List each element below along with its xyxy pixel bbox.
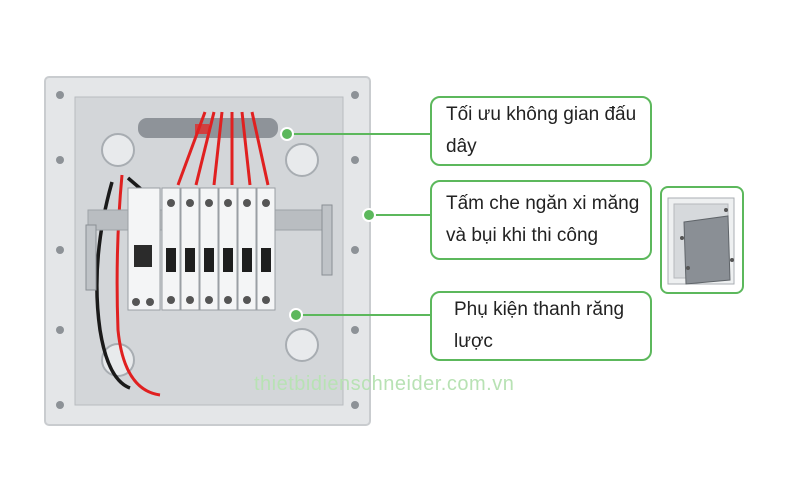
frame-screws <box>56 91 359 409</box>
callout-comb-busbar: Phụ kiện thanh răng lược <box>430 291 652 361</box>
earth-bar <box>321 204 333 276</box>
breaker-terminals <box>167 199 270 304</box>
knockout-holes <box>101 133 319 377</box>
callout-dust-cover-line2: và bụi khi thi công <box>446 225 599 246</box>
red-wires <box>115 111 270 397</box>
callout-comb-busbar-text: Phụ kiện thanh răng lược <box>454 299 625 352</box>
cover-plate-inset-photo <box>667 197 735 285</box>
watermark: thietbidienschneider.com.vn <box>254 373 515 395</box>
leader-lines <box>287 133 430 316</box>
cover-plate-inset <box>660 186 744 294</box>
callout-dust-cover: Tấm che ngăn xi măng và bụi khi thi công <box>430 180 652 260</box>
callout-wiring-space: Tối ưu không gian đấu dây <box>430 96 652 166</box>
leader-dots <box>280 127 376 322</box>
callout-wiring-space-text: Tối ưu không gian đấu dây <box>446 104 637 157</box>
callout-dust-cover-line1: Tấm che ngăn xi măng <box>446 193 640 214</box>
breaker-toggles <box>166 248 271 272</box>
mcb-breakers <box>161 187 276 311</box>
